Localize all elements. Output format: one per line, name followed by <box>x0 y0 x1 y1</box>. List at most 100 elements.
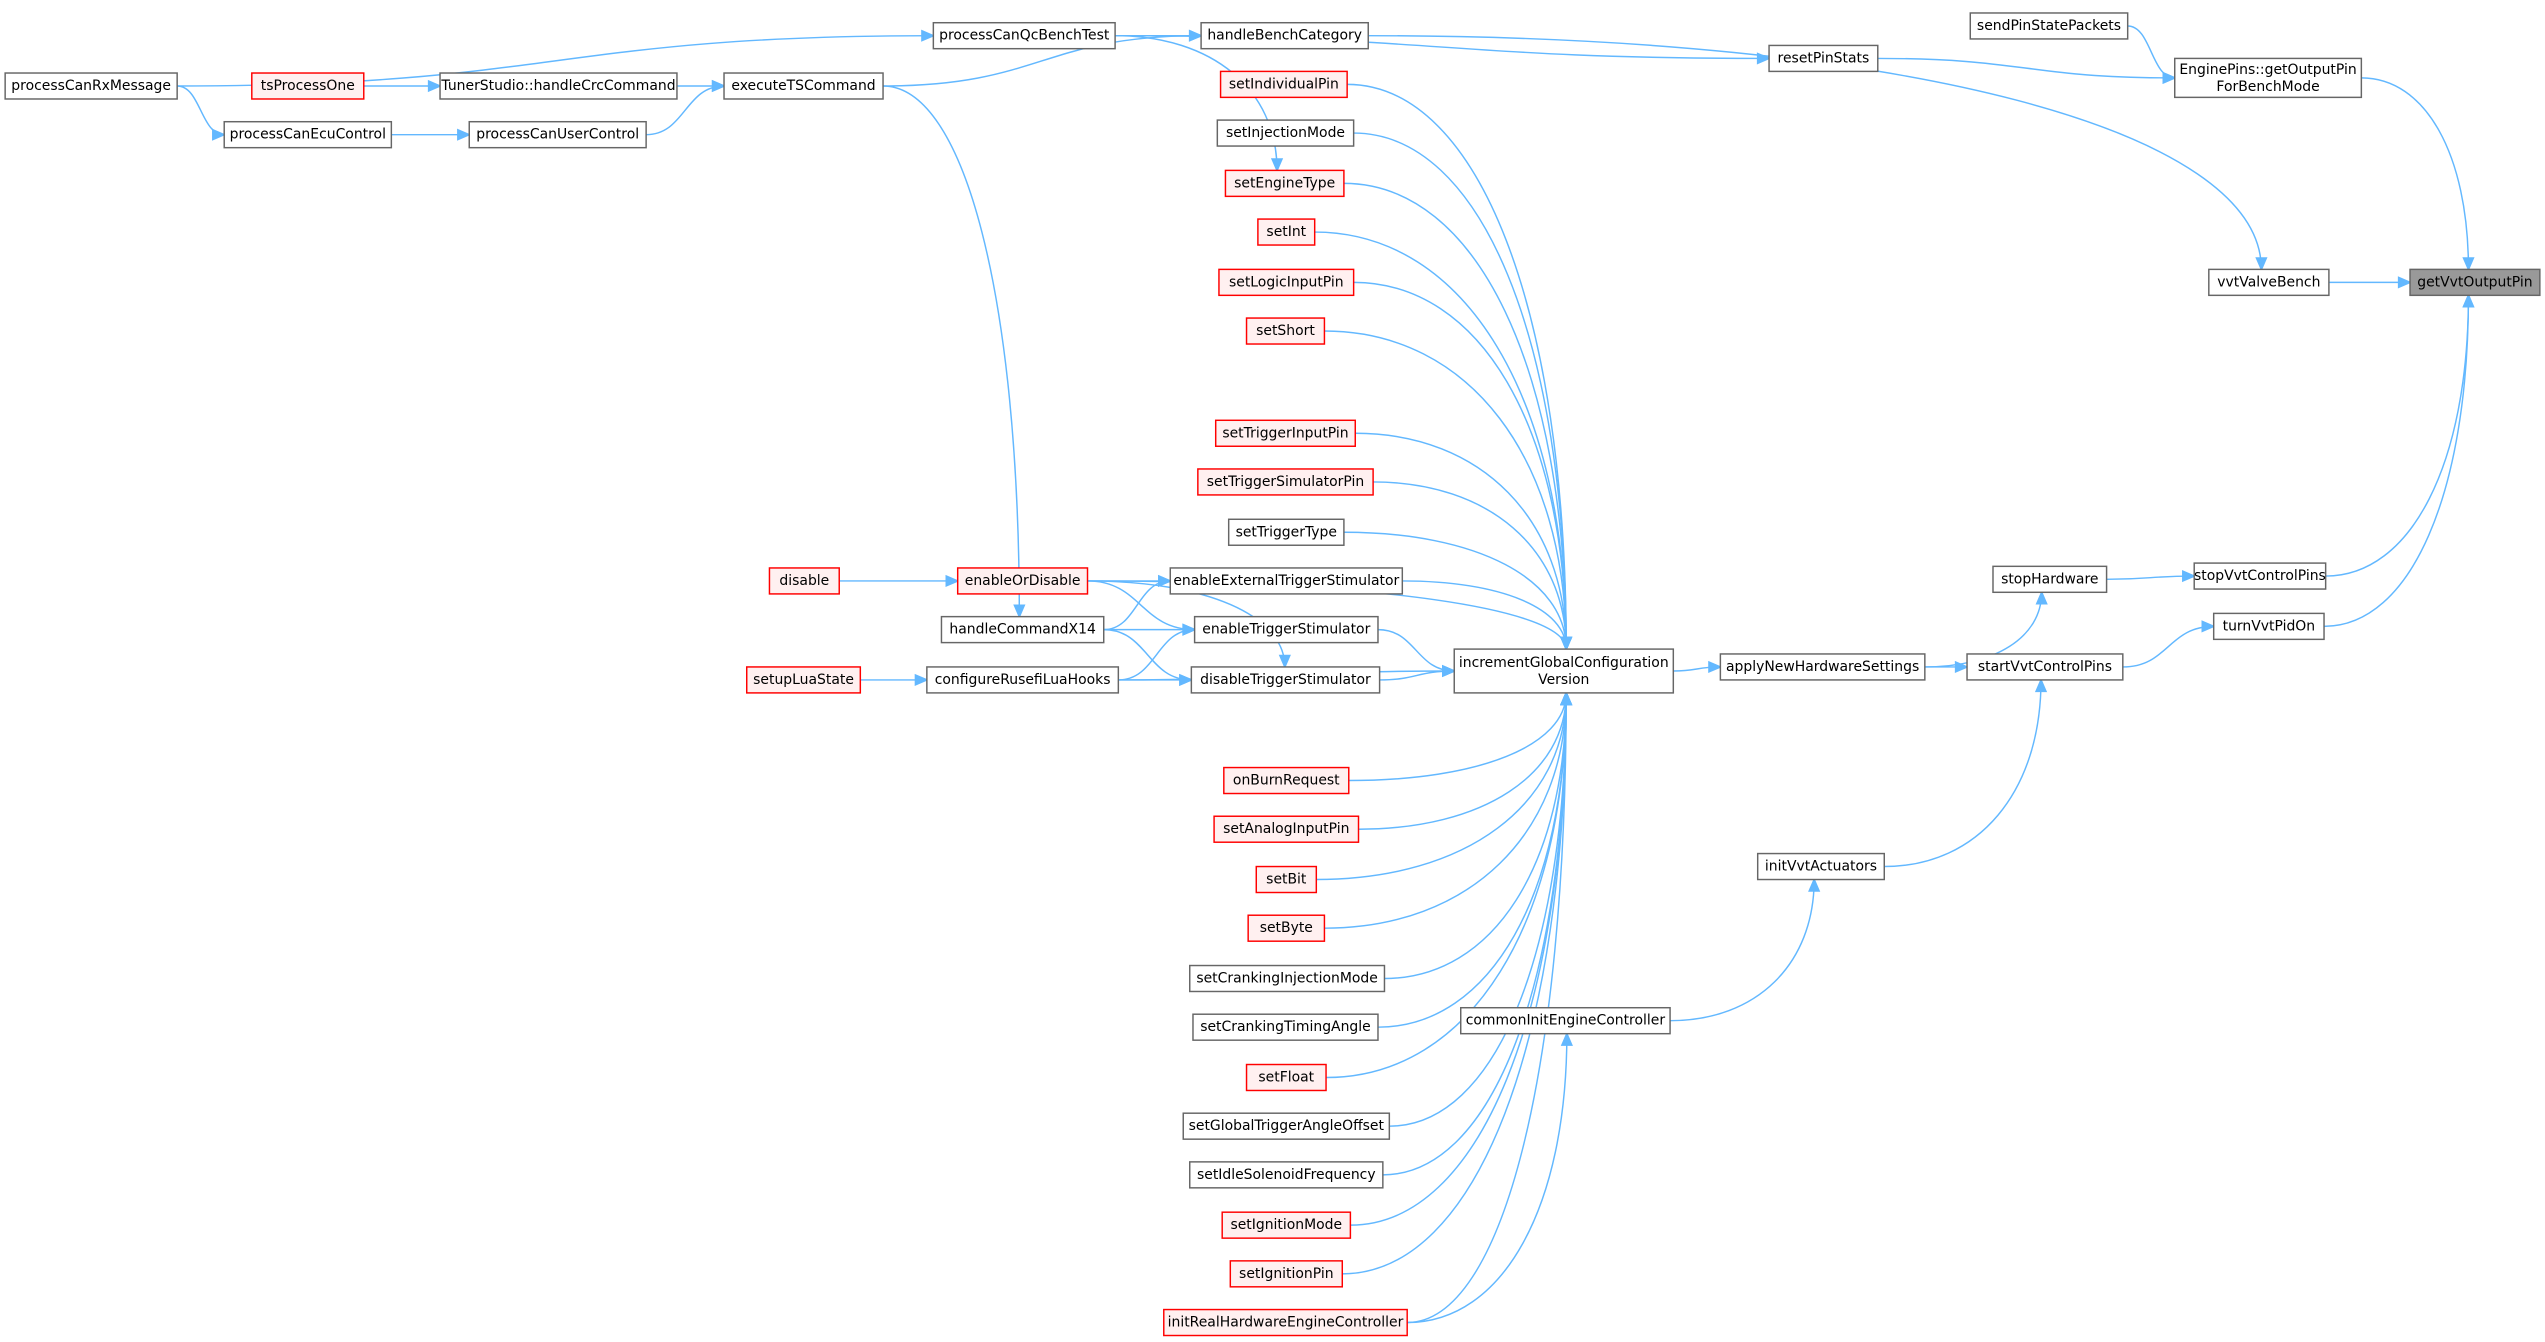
node-box <box>1219 70 1348 99</box>
edge-stop-hardware-to-stop-vvt-control-pins <box>2106 575 2195 581</box>
node-process-can-user-control[interactable]: processCanUserControl <box>468 120 647 149</box>
node-set-ignition-mode[interactable]: setIgnitionMode <box>1221 1211 1352 1239</box>
node-set-idle-solenoid-frequency[interactable]: setIdleSolenoidFrequency <box>1189 1161 1384 1189</box>
node-label: setupLuaState <box>753 672 854 688</box>
edge-set-bit-to-increment-global-configuration-version <box>1316 692 1567 881</box>
node-set-cranking-injection-mode[interactable]: setCrankingInjectionMode <box>1189 964 1386 993</box>
node-label: commonInitEngineController <box>1466 1013 1666 1029</box>
edge-init-real-hardware-engine-controller-to-common-init-engine-controller <box>1407 1033 1568 1324</box>
node-label: handleBenchCategory <box>1207 28 1362 44</box>
arrowhead-icon <box>2397 276 2413 289</box>
node-enable-external-trigger-stimulator[interactable]: enableExternalTriggerStimulator <box>1169 567 1404 595</box>
node-set-cranking-timing-angle[interactable]: setCrankingTimingAngle <box>1192 1013 1379 1041</box>
node-process-can-qc-bench-test[interactable]: processCanQcBenchTest <box>932 21 1116 50</box>
node-stop-vvt-control-pins[interactable]: stopVvtControlPins <box>2193 562 2327 590</box>
arrowhead-icon <box>1158 574 1173 588</box>
node-enable-trigger-stimulator[interactable]: enableTriggerStimulator <box>1193 615 1379 644</box>
edge-process-can-qc-bench-test-to-set-engine-type <box>1115 34 1278 171</box>
node-init-real-hardware-engine-controller[interactable]: initRealHardwareEngineController <box>1163 1308 1408 1337</box>
edge-set-engine-type-to-increment-global-configuration-version <box>1343 182 1567 650</box>
node-label: getVvtOutputPin <box>2417 274 2532 290</box>
node-set-short[interactable]: setShort <box>1245 317 1326 345</box>
node-box <box>2409 268 2541 297</box>
node-label: enableOrDisable <box>965 573 1081 589</box>
node-label: setIndividualPin <box>1229 76 1339 92</box>
node-set-trigger-input-pin[interactable]: setTriggerInputPin <box>1214 419 1356 447</box>
node-disable[interactable]: disable <box>768 567 840 595</box>
node-box <box>1182 1112 1391 1140</box>
node-set-bit[interactable]: setBit <box>1255 865 1318 894</box>
node-set-logic-input-pin[interactable]: setLogicInputPin <box>1218 268 1355 297</box>
node-execute-tscommand[interactable]: executeTSCommand <box>723 72 884 100</box>
node-handle-bench-category[interactable]: handleBenchCategory <box>1200 21 1369 50</box>
node-set-ignition-pin[interactable]: setIgnitionPin <box>1229 1260 1344 1288</box>
node-enable-or-disable[interactable]: enableOrDisable <box>956 567 1089 595</box>
node-set-engine-type[interactable]: setEngineType <box>1224 169 1345 198</box>
edge-reset-pin-stats-to-get-output-pin-for-bench-mode <box>1877 57 2175 79</box>
arrowhead-icon <box>2201 620 2216 633</box>
arrowhead-icon <box>1013 604 1026 619</box>
node-label: handleCommandX14 <box>949 622 1096 638</box>
node-label: startVvtControlPins <box>1978 659 2112 675</box>
node-label: setTriggerSimulatorPin <box>1207 474 1364 490</box>
edge-set-global-trigger-angle-offset-to-increment-global-configuration-version <box>1389 692 1567 1127</box>
arrowhead-icon <box>1442 664 1457 678</box>
node-box <box>1453 648 1675 694</box>
node-box <box>1247 914 1326 942</box>
node-label: setTriggerType <box>1236 524 1337 540</box>
edge-set-short-to-increment-global-configuration-version <box>1324 330 1567 650</box>
node-process-can-ecu-control[interactable]: processCanEcuControl <box>223 120 393 149</box>
node-send-pin-state-packets[interactable]: sendPinStatePackets <box>1969 12 2129 40</box>
edge-handle-command-x14-to-disable-trigger-stimulator <box>1103 628 1192 681</box>
node-apply-new-hardware-settings[interactable]: applyNewHardwareSettings <box>1719 653 1926 681</box>
node-set-analog-input-pin[interactable]: setAnalogInputPin <box>1213 815 1360 843</box>
arrowhead-icon <box>914 673 929 687</box>
node-box <box>1193 615 1379 644</box>
node-set-individual-pin[interactable]: setIndividualPin <box>1219 70 1348 99</box>
node-stop-hardware[interactable]: stopHardware <box>1992 565 2108 594</box>
node-label: disable <box>779 573 829 589</box>
node-get-vvt-output-pin[interactable]: getVvtOutputPin <box>2409 268 2541 297</box>
node-label: setIdleSolenoidFrequency <box>1197 1167 1376 1183</box>
arrowhead-icon <box>711 79 727 93</box>
node-process-can-rx-message[interactable]: processCanRxMessage <box>4 72 178 100</box>
node-handle-command-x14[interactable]: handleCommandX14 <box>940 615 1105 644</box>
node-ts-process-one[interactable]: tsProcessOne <box>251 72 365 100</box>
node-box <box>723 72 884 100</box>
node-common-init-engine-controller[interactable]: commonInitEngineController <box>1460 1006 1671 1035</box>
node-box <box>1257 218 1316 246</box>
node-configure-rusefi-lua-hooks[interactable]: configureRusefiLuaHooks <box>926 666 1120 694</box>
node-start-vvt-control-pins[interactable]: startVvtControlPins <box>1966 653 2124 681</box>
edge-execute-tscommand-to-handle-command-x14 <box>883 85 1021 617</box>
edge-on-burn-request-to-increment-global-configuration-version <box>1348 692 1567 782</box>
node-disable-trigger-stimulator[interactable]: disableTriggerStimulator <box>1190 666 1381 694</box>
node-set-trigger-simulator-pin[interactable]: setTriggerSimulatorPin <box>1197 468 1374 496</box>
node-setup-lua-state[interactable]: setupLuaState <box>746 666 862 694</box>
node-set-injection-mode[interactable]: setInjectionMode <box>1216 119 1355 147</box>
node-label: resetPinStats <box>1778 50 1870 66</box>
node-on-burn-request[interactable]: onBurnRequest <box>1223 766 1350 795</box>
node-box <box>468 120 647 149</box>
node-init-vvt-actuators[interactable]: initVvtActuators <box>1756 852 1886 881</box>
arrowhead-icon <box>945 574 960 588</box>
node-turn-vvt-pid-on[interactable]: turnVvtPidOn <box>2212 612 2325 641</box>
arrowhead-icon <box>1182 623 1197 636</box>
node-handle-crc-command[interactable]: TunerStudio::handleCrcCommand <box>439 72 678 100</box>
edge-execute-tscommand-to-handle-bench-category <box>883 34 1202 87</box>
node-reset-pin-stats[interactable]: resetPinStats <box>1768 44 1879 73</box>
node-set-byte[interactable]: setByte <box>1247 914 1326 942</box>
edge-turn-vvt-pid-on-to-get-vvt-output-pin <box>2324 295 2470 628</box>
node-set-trigger-type[interactable]: setTriggerType <box>1227 518 1345 546</box>
node-box <box>2208 268 2330 297</box>
node-set-int[interactable]: setInt <box>1257 218 1316 246</box>
edge-set-individual-pin-to-increment-global-configuration-version <box>1347 83 1567 650</box>
node-set-global-trigger-angle-offset[interactable]: setGlobalTriggerAngleOffset <box>1182 1112 1391 1140</box>
node-box <box>768 567 840 595</box>
node-vvt-valve-bench[interactable]: vvtValveBench <box>2208 268 2330 297</box>
edge-handle-command-x14-to-enable-external-trigger-stimulator <box>1103 580 1171 631</box>
node-box <box>1255 865 1318 894</box>
node-set-float[interactable]: setFloat <box>1245 1063 1327 1092</box>
arrowhead-icon <box>2255 257 2268 272</box>
